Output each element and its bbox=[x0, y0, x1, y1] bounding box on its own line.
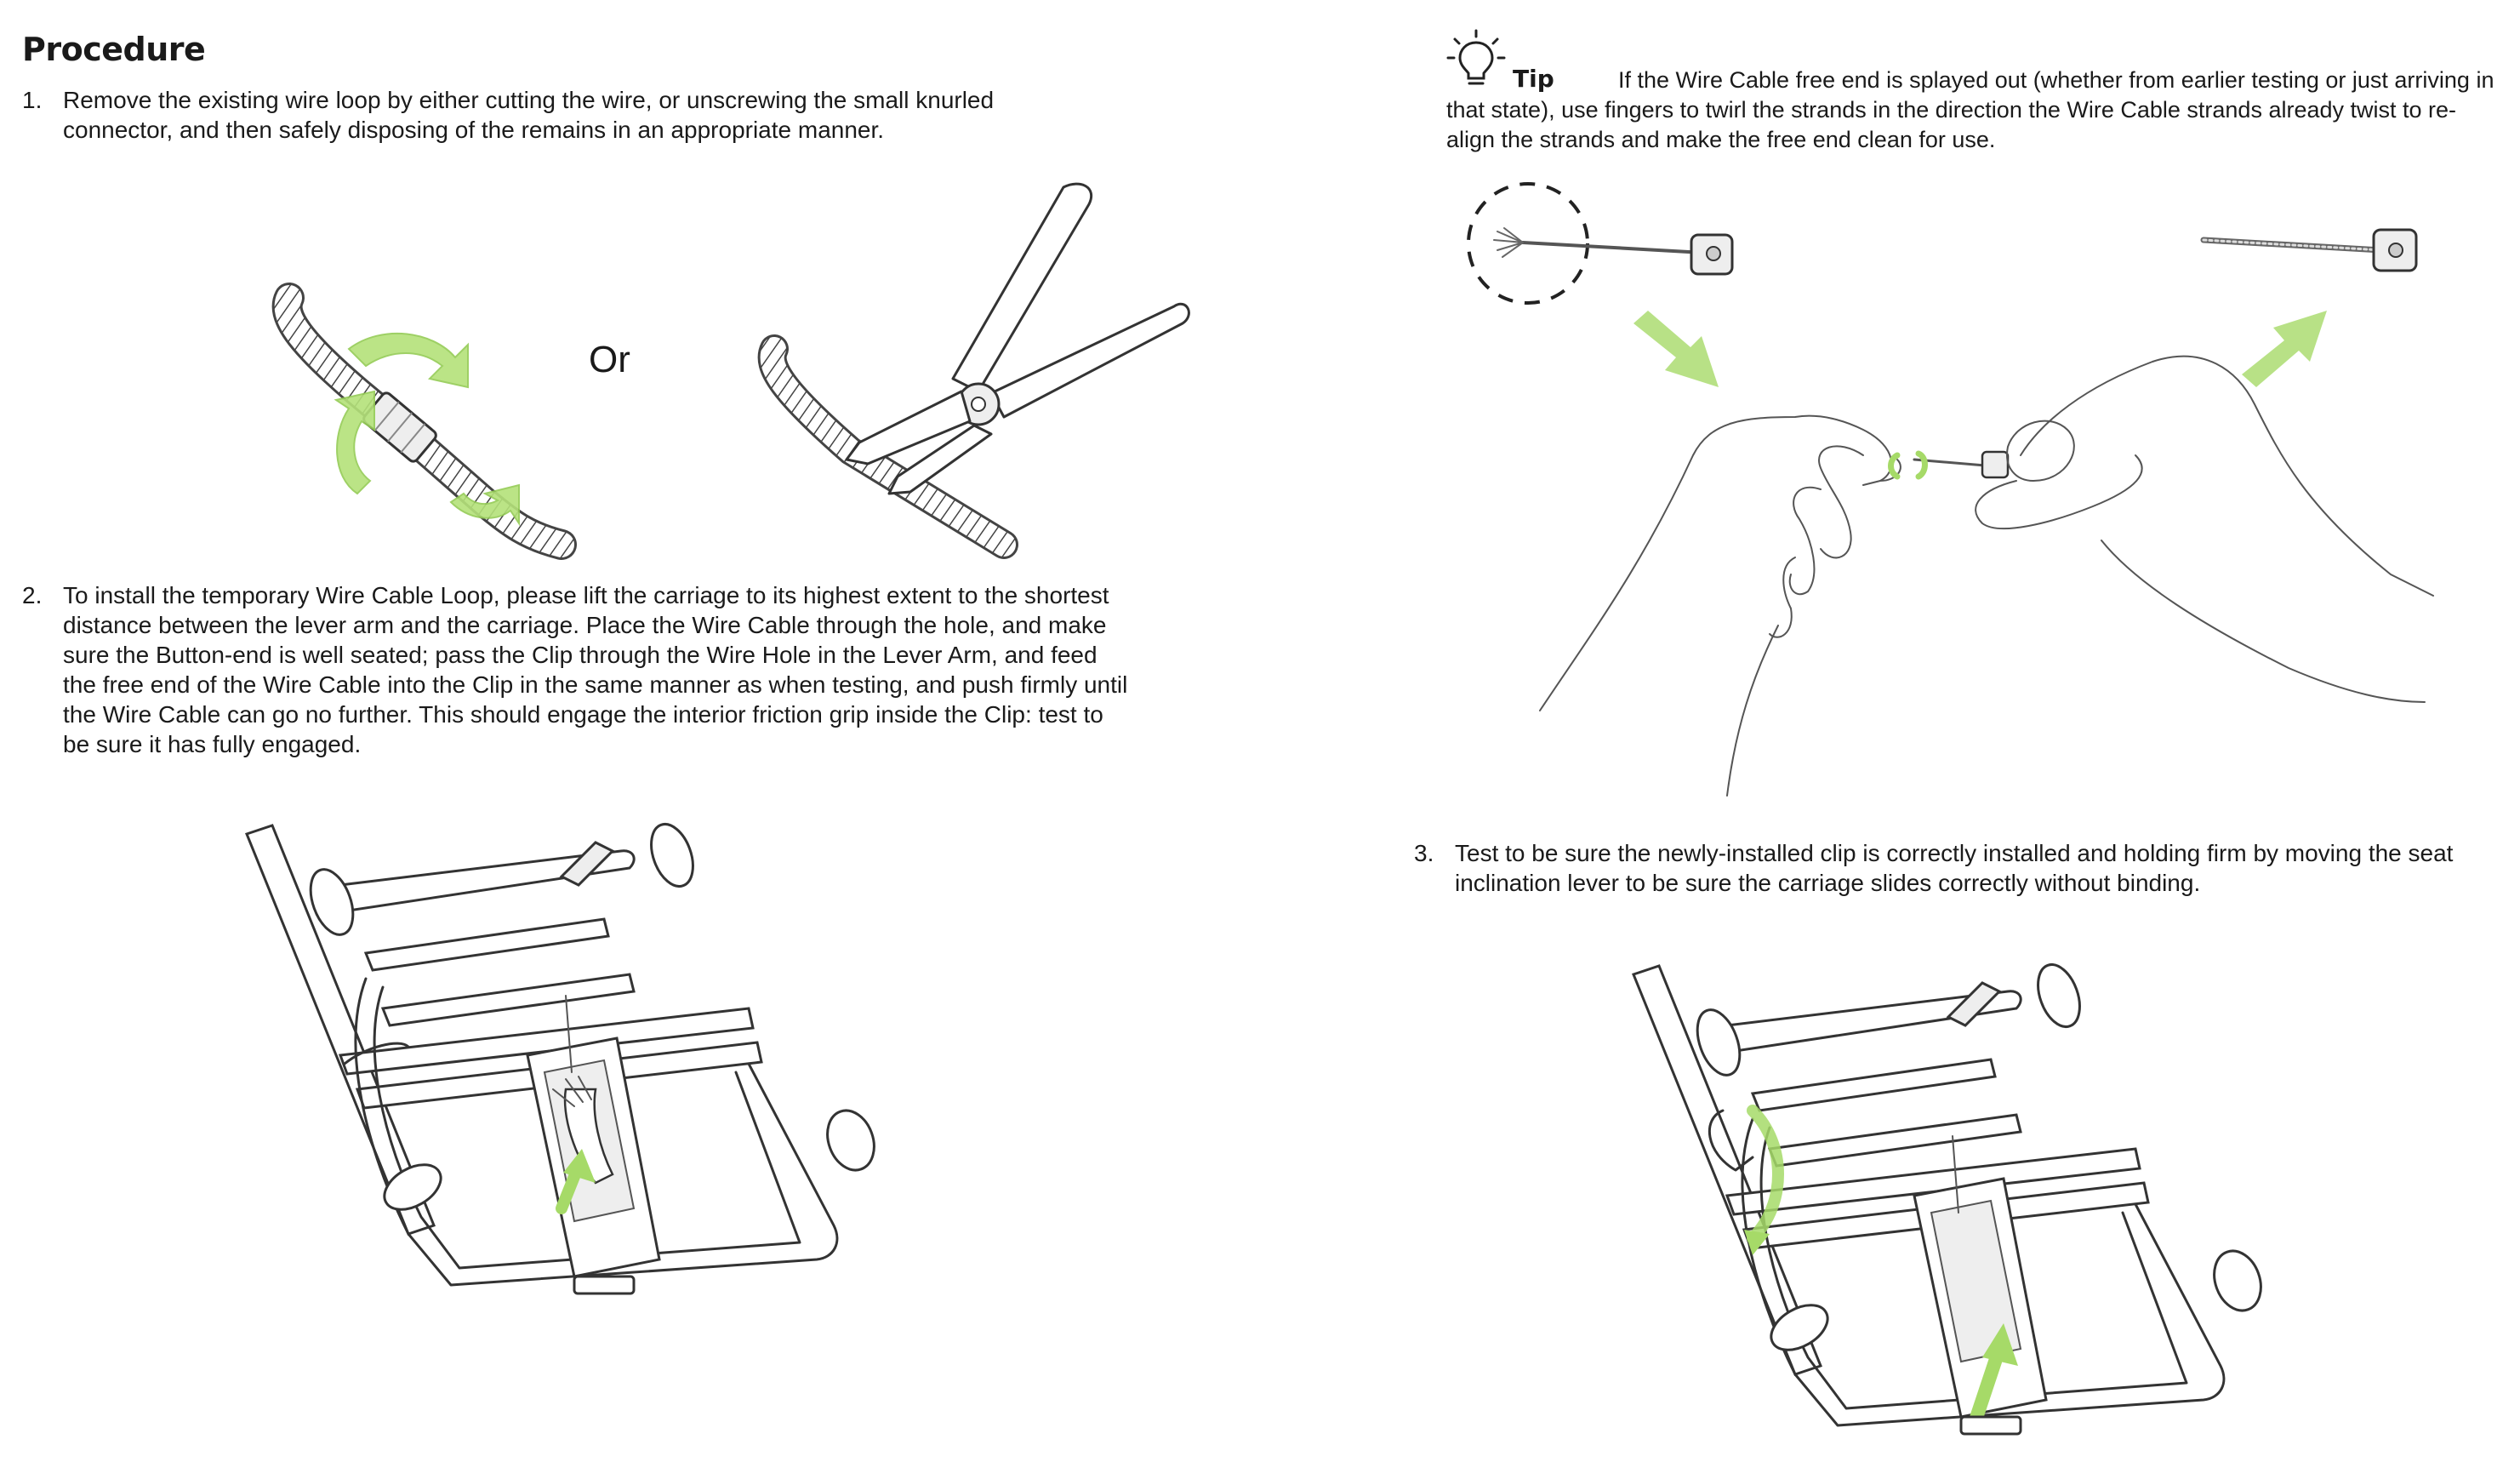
step-3: 3. Test to be sure the newly-installed c… bbox=[1414, 838, 2477, 906]
carriage-test-illustration bbox=[1632, 963, 2262, 1436]
pliers-cutting-illustration bbox=[757, 182, 1190, 559]
step-number: 1. bbox=[22, 87, 43, 113]
step-number: 2. bbox=[22, 582, 43, 608]
tip-label: Tip bbox=[1513, 65, 1554, 93]
clean-cable-end-illustration bbox=[2200, 228, 2418, 272]
step-2: 2. To install the temporary Wire Cable L… bbox=[22, 580, 1128, 759]
arrow-up-right-icon bbox=[2242, 311, 2327, 387]
hands-twirling-cable-illustration bbox=[1539, 355, 2434, 797]
step-number: 3. bbox=[1414, 840, 1434, 866]
step-text: Test to be sure the newly-installed clip… bbox=[1455, 840, 2454, 896]
or-label: Or bbox=[589, 339, 630, 380]
lightbulb-icon bbox=[1446, 29, 1506, 85]
carriage-clip-install-illustration bbox=[245, 823, 875, 1295]
knurled-connector-illustration bbox=[271, 283, 577, 560]
splayed-cable-end-illustration bbox=[1467, 182, 1734, 305]
step-text: Remove the existing wire loop by either … bbox=[63, 87, 995, 143]
step-text: To install the temporary Wire Cable Loop… bbox=[63, 582, 1128, 757]
tip-text: If the Wire Cable free end is splayed ou… bbox=[1446, 67, 2494, 152]
page-title: Procedure bbox=[22, 31, 206, 68]
arrow-down-right-icon bbox=[1633, 311, 1719, 387]
step-1: 1. Remove the existing wire loop by eith… bbox=[22, 85, 1077, 153]
